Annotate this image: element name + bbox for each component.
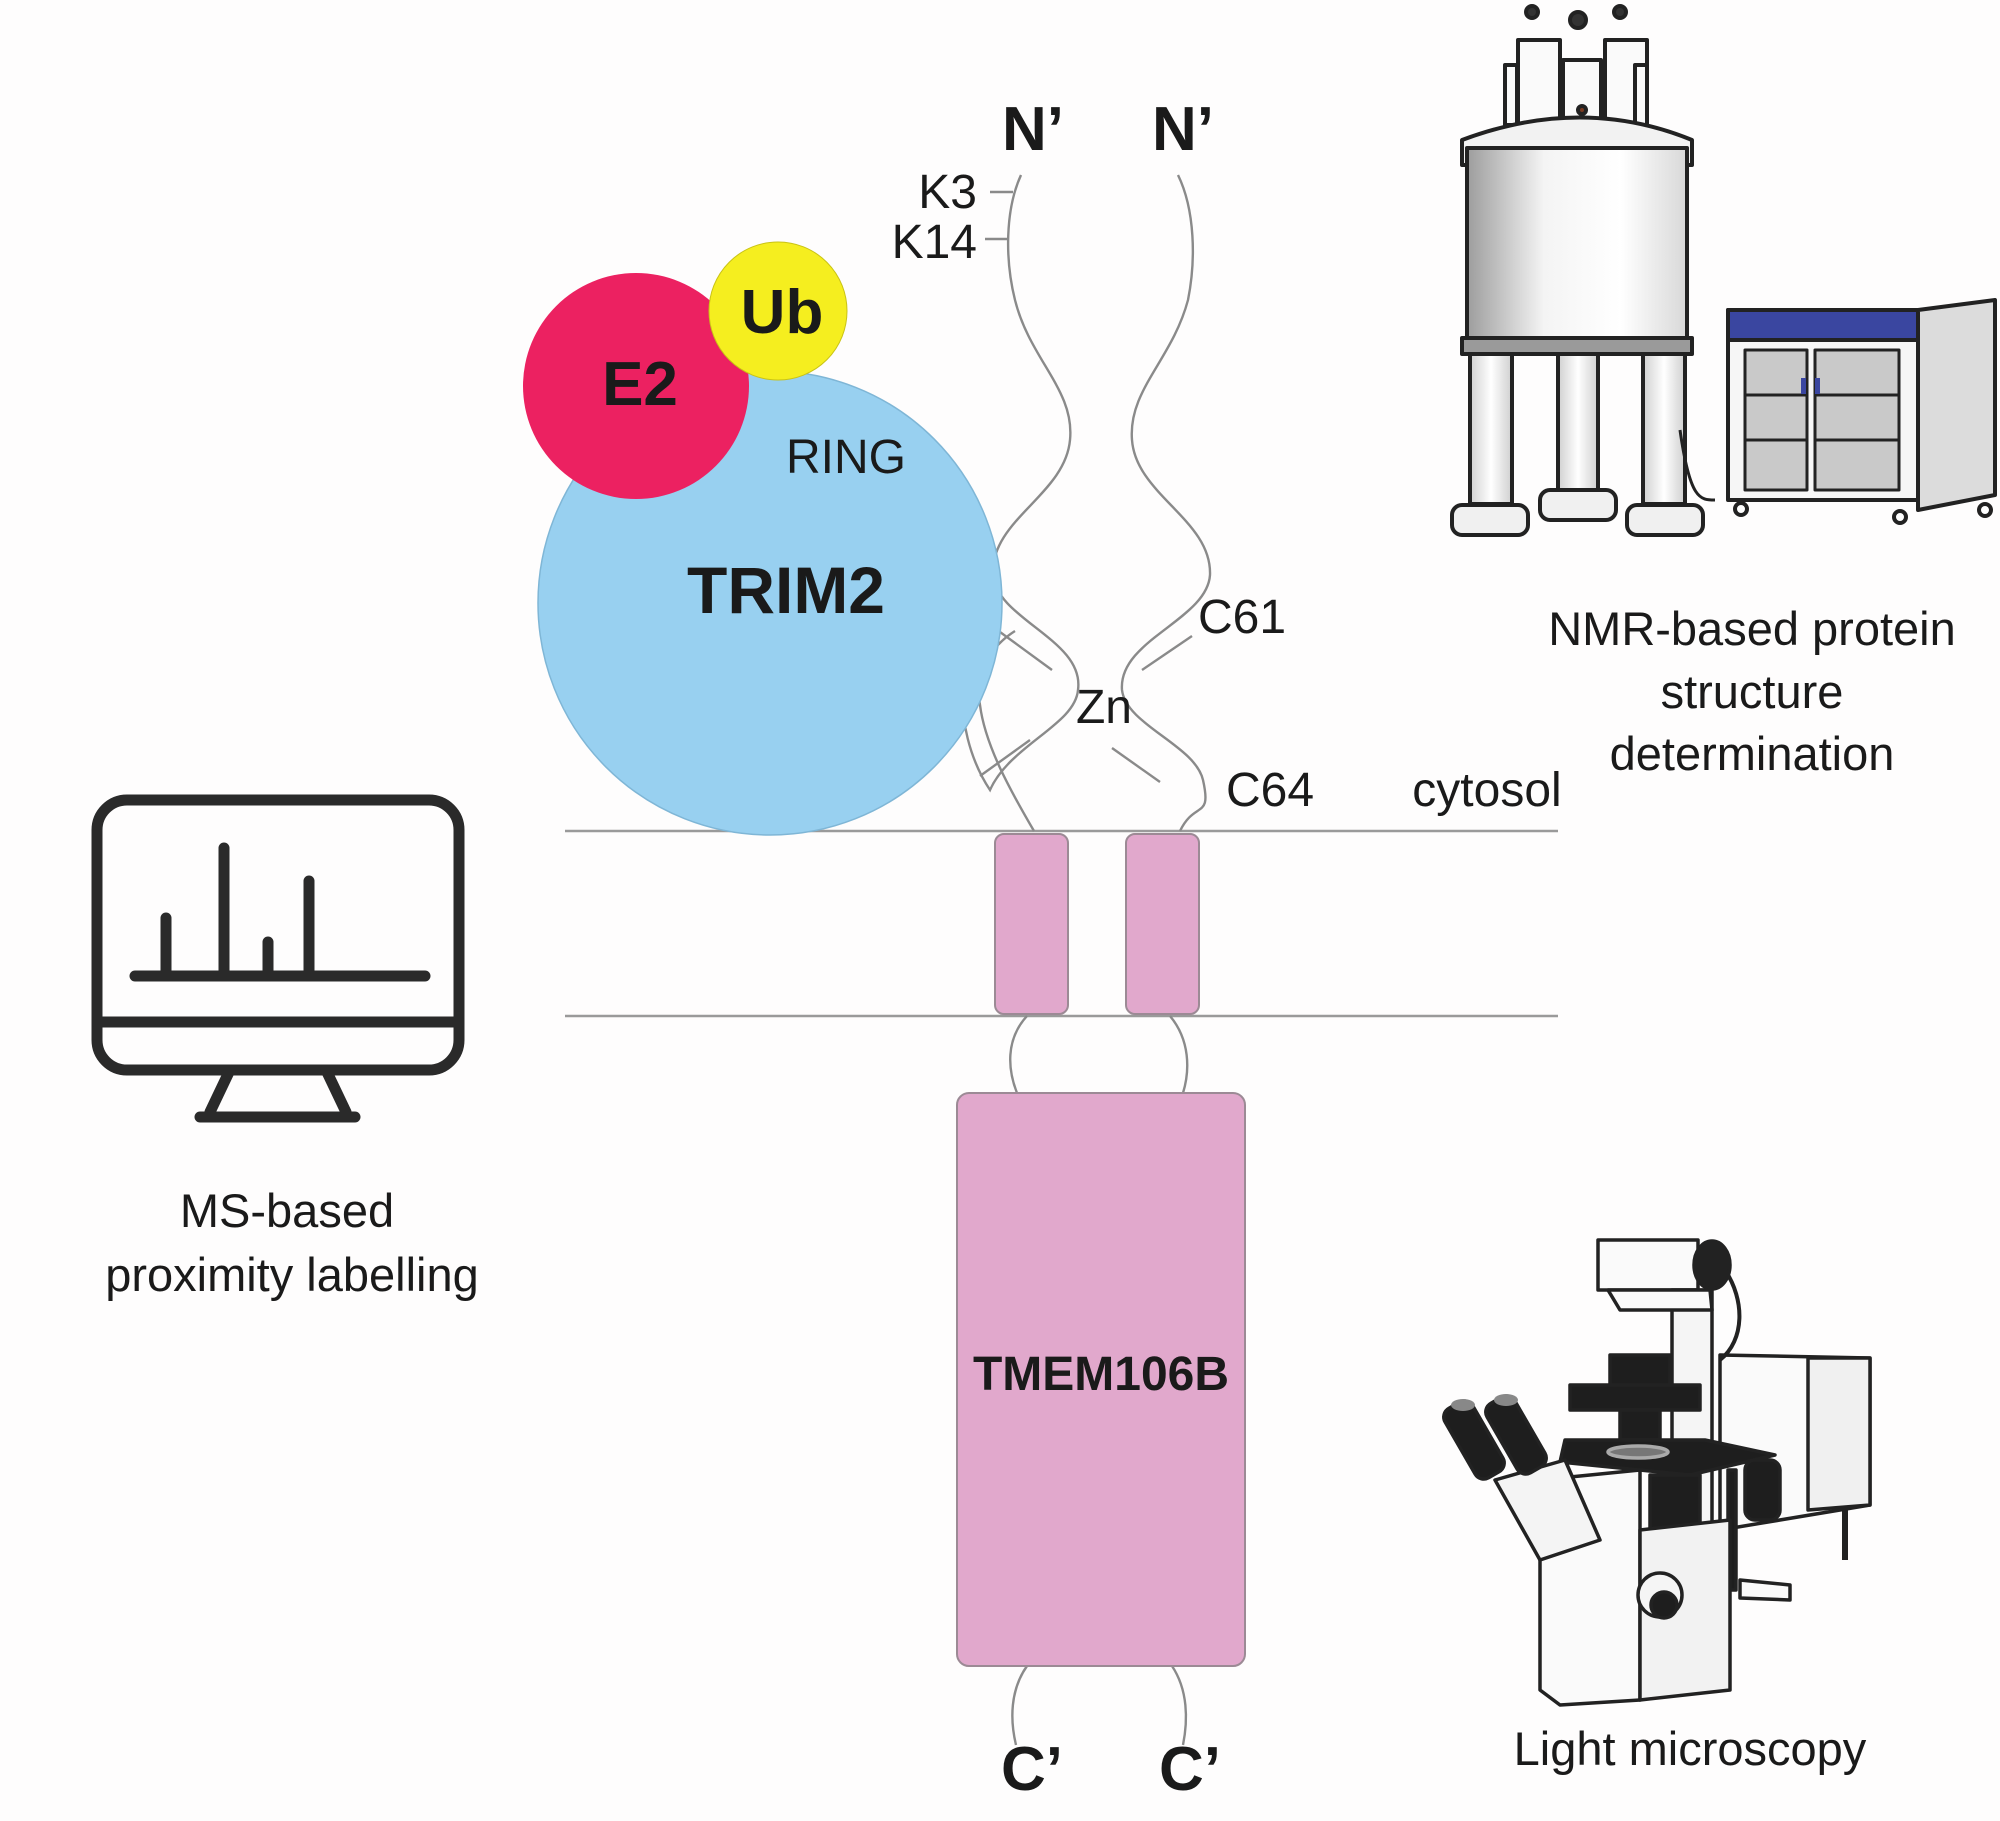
tmem106b-lumenal-domain (956, 1092, 1246, 1667)
zn-bond-4 (1111, 747, 1161, 783)
ub-label: Ub (741, 278, 824, 347)
c61-label: C61 (1198, 591, 1286, 644)
linker-right (1169, 1015, 1189, 1094)
monitor-frame (91, 794, 465, 1076)
cytosol-label: cytosol (1412, 764, 1561, 817)
c-tail-left (1011, 1665, 1028, 1746)
tm-helix-left (994, 833, 1069, 1015)
tm-linker-loops (1009, 1015, 1189, 1746)
zn-bond-2 (1141, 635, 1193, 671)
tm-helix-right (1125, 833, 1200, 1015)
nmr-caption-line1: NMR-based protein (1548, 602, 1956, 655)
nmr-caption-line3: determination (1610, 727, 1895, 780)
n-terminus-left: N’ (1002, 95, 1064, 164)
e2-circle (523, 273, 749, 499)
microscopy-caption: Light microscopy (1514, 1722, 1867, 1775)
ring-domain-label: RING (786, 431, 906, 484)
monitor-stand (204, 1064, 352, 1118)
nmr-caption-line2: structure (1661, 665, 1844, 718)
k14-label: K14 (892, 216, 977, 269)
ms-caption-line2: proximity labelling (105, 1248, 479, 1301)
c64-label: C64 (1226, 764, 1314, 817)
zn-bond-1 (999, 631, 1053, 671)
nmr-console-icon (1726, 298, 1997, 525)
light-microscope-icon (1440, 1240, 1872, 1707)
c-terminus-right: C’ (1159, 1735, 1221, 1804)
linker-left (1009, 1015, 1028, 1094)
mass-spectrometry-monitor-icon (91, 794, 465, 1123)
c-terminus-left: C’ (1001, 1735, 1063, 1804)
c-tail-right (1171, 1665, 1188, 1746)
zn-bond-3 (979, 739, 1031, 777)
ms-caption-line1: MS-based (180, 1184, 394, 1237)
zinc-label: Zn (1076, 681, 1132, 734)
trim2-complex: E2 Ub RING TRIM2 (523, 241, 1003, 836)
n-terminus-right: N’ (1152, 95, 1214, 164)
e2-label: E2 (602, 350, 678, 419)
nmr-spectrometer-icon (1450, 4, 1716, 537)
tmem106b: TMEM106B (956, 833, 1246, 1667)
tmem106b-label: TMEM106B (973, 1348, 1229, 1401)
chain-right (1120, 174, 1212, 832)
k3-label: K3 (918, 166, 977, 219)
trim2-label: TRIM2 (687, 553, 885, 627)
ub-circle (708, 241, 848, 381)
